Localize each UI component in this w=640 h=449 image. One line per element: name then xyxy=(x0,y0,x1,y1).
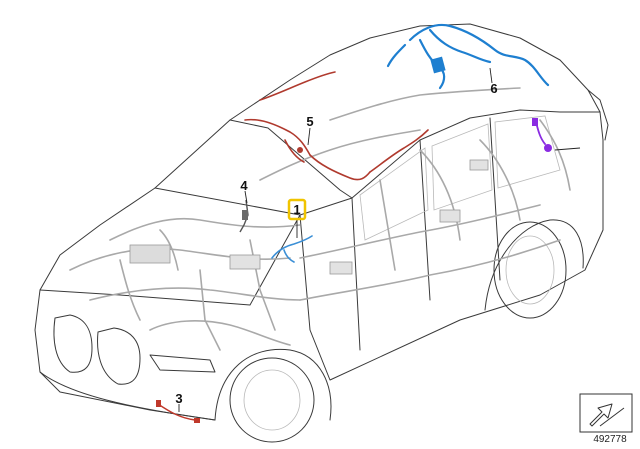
callout-3-label: 3 xyxy=(175,391,182,406)
callout-4-label: 4 xyxy=(240,178,248,193)
arrow-icon[interactable] xyxy=(579,393,633,433)
callout-6-label: 6 xyxy=(490,81,497,96)
harness-3[interactable] xyxy=(156,400,200,423)
callout-6[interactable]: 6 xyxy=(490,81,497,96)
callout-4[interactable]: 4 xyxy=(240,178,248,193)
harness-2[interactable] xyxy=(532,118,552,152)
callout-5-label: 5 xyxy=(306,114,313,129)
harness-4[interactable] xyxy=(239,199,249,233)
grille xyxy=(53,314,141,385)
callout-3[interactable]: 3 xyxy=(175,391,182,406)
callout-1[interactable]: 1 xyxy=(287,198,307,221)
harness-5[interactable] xyxy=(244,71,429,181)
callout-5[interactable]: 5 xyxy=(306,114,313,129)
car-body-outline xyxy=(34,23,609,443)
harness-6[interactable] xyxy=(386,23,550,90)
leader-lines xyxy=(178,67,581,412)
callout-1-highlight xyxy=(287,198,307,221)
document-number: 492778 xyxy=(593,434,627,445)
callout-1-label: 1 xyxy=(293,202,300,217)
harness-1[interactable] xyxy=(271,235,313,263)
general-harness-network xyxy=(69,87,571,351)
